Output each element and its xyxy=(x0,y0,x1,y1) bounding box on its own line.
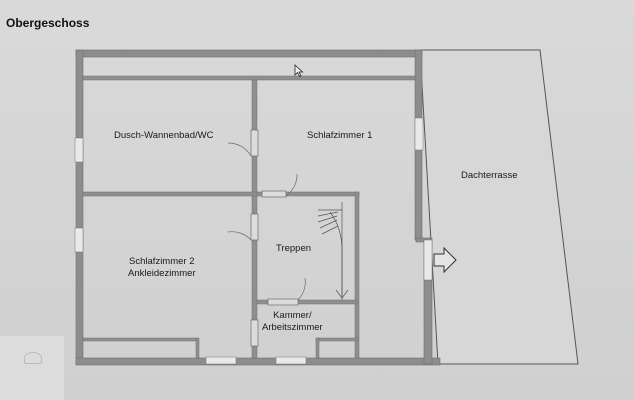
logo-house-icon xyxy=(24,352,42,364)
room-label-chamber-line1: Kammer/ xyxy=(273,310,312,321)
stair-run xyxy=(317,202,349,300)
floor-title: Obergeschoss xyxy=(6,16,90,30)
room-label-terrace: Dachterrasse xyxy=(461,170,518,181)
room-label-bedroom2-line1: Schlafzimmer 2 xyxy=(129,256,195,267)
room-label-bedroom2-line2: Ankleidezimmer xyxy=(128,268,196,279)
room-label-chamber: Kammer/ Arbeitszimmer xyxy=(262,310,323,334)
outer-walls xyxy=(75,49,441,366)
mouse-pointer-icon xyxy=(294,64,304,78)
watermark-logo xyxy=(0,336,64,400)
room-label-bedroom2: Schlafzimmer 2 Ankleidezimmer xyxy=(128,256,196,280)
inner-walls xyxy=(82,75,416,359)
room-label-chamber-line2: Arbeitszimmer xyxy=(262,322,323,333)
terrace-outline xyxy=(419,49,579,365)
room-label-bedroom1: Schlafzimmer 1 xyxy=(307,130,373,141)
doors xyxy=(227,129,306,347)
room-label-stairs: Treppen xyxy=(276,243,312,254)
windows xyxy=(74,117,433,365)
arrow-right-outline-icon xyxy=(433,246,457,274)
room-label-bath: Dusch-Wannenbad/WC xyxy=(114,130,214,141)
